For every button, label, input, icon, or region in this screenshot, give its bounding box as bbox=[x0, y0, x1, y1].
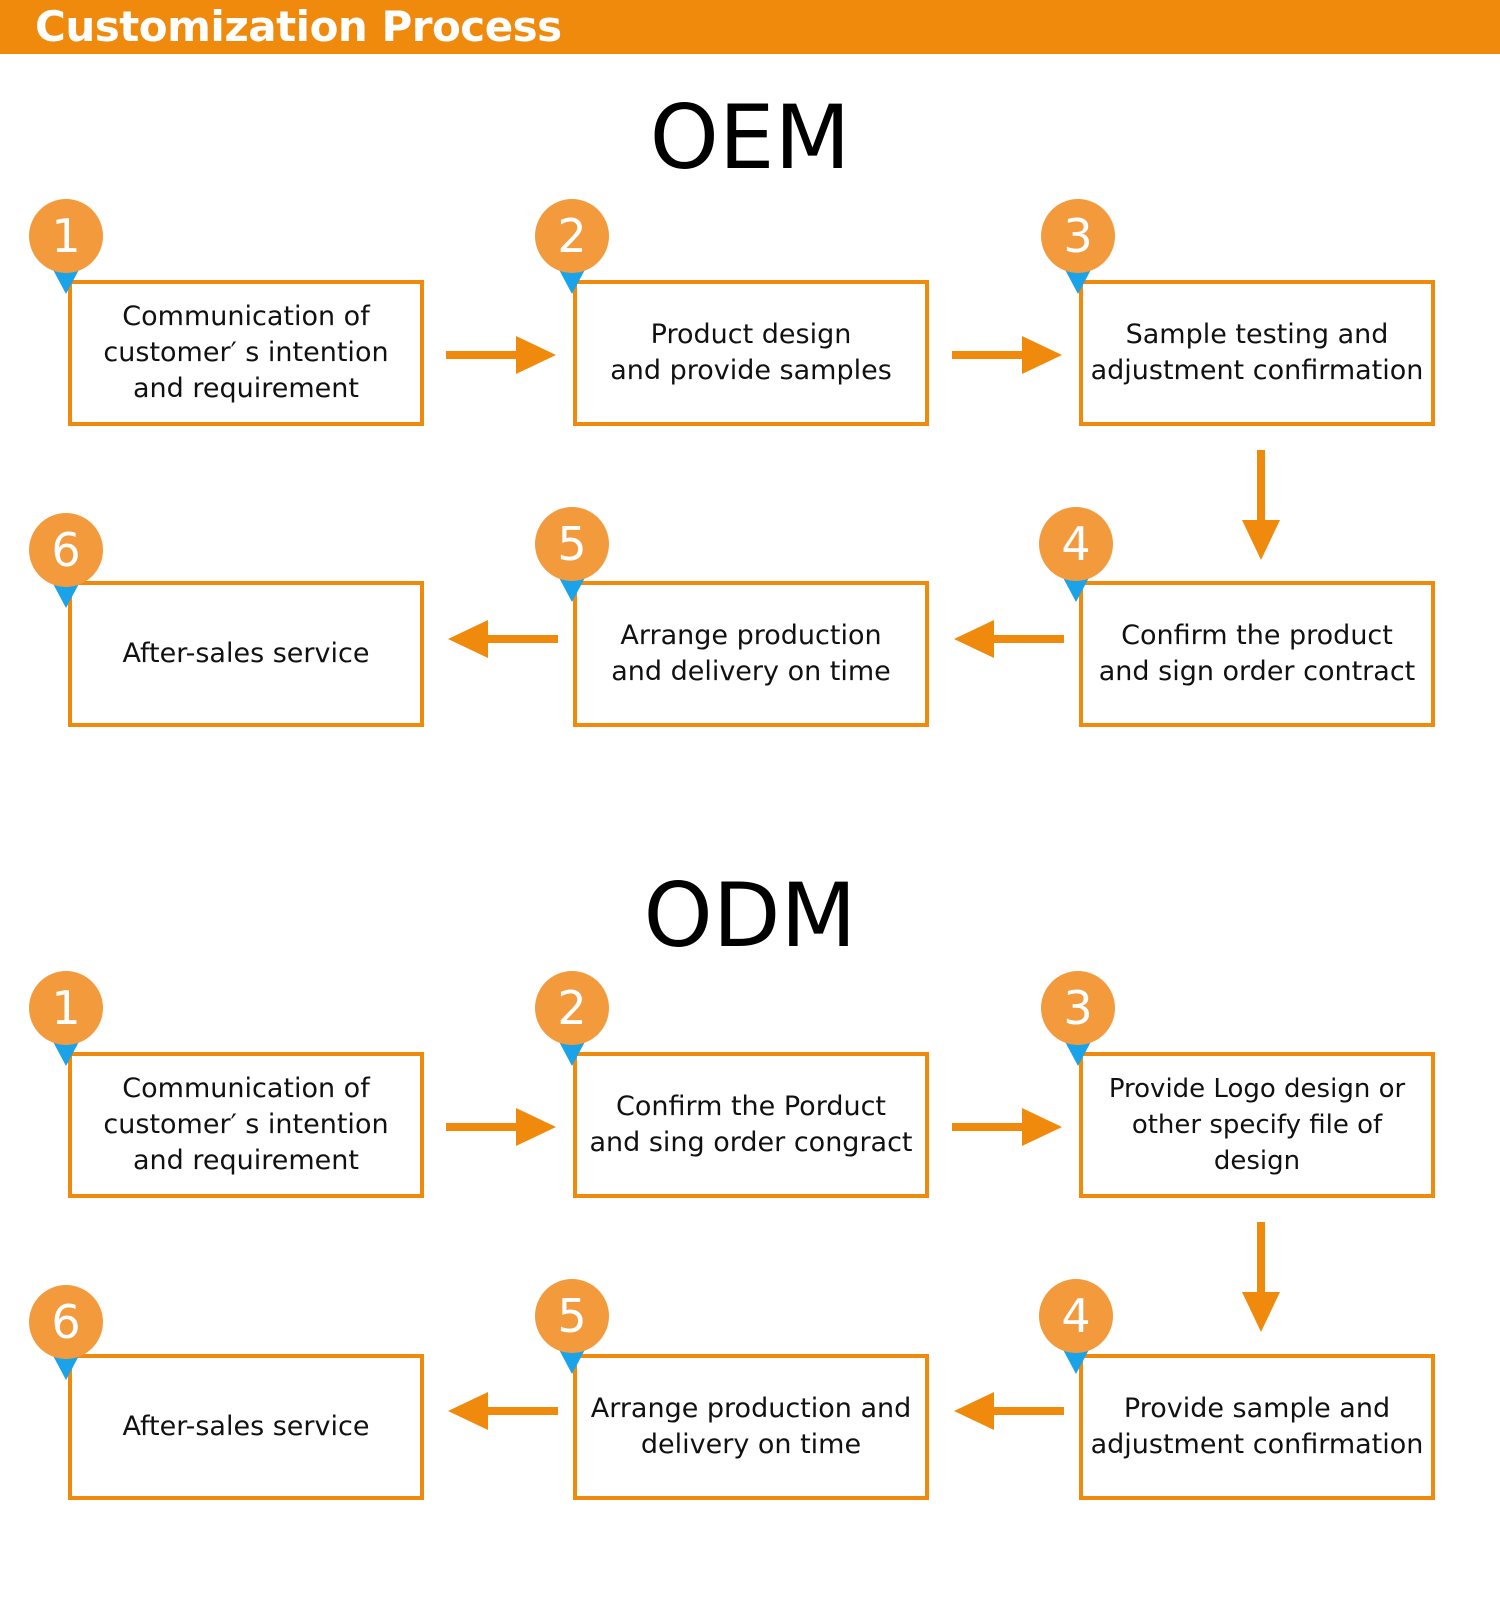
odm-step-5-number: 5 bbox=[557, 1289, 587, 1343]
oem-step-5-box: Arrange production and delivery on time bbox=[573, 581, 929, 727]
oem-step-5-badge: 5 bbox=[534, 506, 610, 602]
odm-arrow-3-to-4 bbox=[1242, 1222, 1280, 1332]
odm-step-3-text: Provide Logo design or other specify fil… bbox=[1108, 1074, 1406, 1176]
oem-arrow-2-to-3 bbox=[952, 336, 1062, 374]
odm-step-6-number: 6 bbox=[51, 1295, 81, 1349]
odm-step-4-text: Provide sample and adjustment confirmati… bbox=[1090, 1393, 1424, 1460]
odm-step-1-box: Communication of customer′ s intention a… bbox=[68, 1052, 424, 1198]
odm-step-3-number: 3 bbox=[1063, 981, 1093, 1035]
header-title: Customization Process bbox=[35, 2, 562, 51]
oem-step-2-text: Product design and provide samples bbox=[610, 319, 892, 386]
oem-title: OEM bbox=[649, 86, 851, 189]
oem-step-1-badge: 1 bbox=[28, 198, 104, 294]
oem-step-4-number: 4 bbox=[1061, 517, 1091, 571]
oem-step-2-badge: 2 bbox=[534, 198, 610, 294]
odm-step-4-box: Provide sample and adjustment confirmati… bbox=[1079, 1354, 1435, 1500]
oem-step-4-box: Confirm the product and sign order contr… bbox=[1079, 581, 1435, 727]
oem-step-5-text: Arrange production and delivery on time bbox=[611, 620, 891, 687]
odm-step-1-text: Communication of customer′ s intention a… bbox=[103, 1073, 389, 1176]
odm-step-4-number: 4 bbox=[1061, 1289, 1091, 1343]
oem-step-3-text: Sample testing and adjustment confirmati… bbox=[1090, 319, 1424, 386]
oem-step-4-badge: 4 bbox=[1038, 506, 1114, 602]
odm-step-2-box: Confirm the Porduct and sing order congr… bbox=[573, 1052, 929, 1198]
odm-step-5-text: Arrange production and delivery on time bbox=[590, 1393, 912, 1460]
odm-arrow-5-to-6 bbox=[448, 1392, 558, 1430]
odm-step-2-badge: 2 bbox=[534, 970, 610, 1066]
oem-arrow-5-to-6 bbox=[448, 620, 558, 658]
oem-step-4-text: Confirm the product and sign order contr… bbox=[1098, 620, 1416, 687]
oem-arrow-3-to-4 bbox=[1242, 450, 1280, 560]
odm-step-6-box: After-sales service bbox=[68, 1354, 424, 1500]
oem-step-6-text: After-sales service bbox=[122, 638, 370, 669]
oem-arrow-1-to-2 bbox=[446, 336, 556, 374]
oem-step-3-box: Sample testing and adjustment confirmati… bbox=[1079, 280, 1435, 426]
odm-title: ODM bbox=[643, 864, 857, 967]
oem-step-2-number: 2 bbox=[557, 209, 587, 263]
oem-step-6-box: After-sales service bbox=[68, 581, 424, 727]
odm-step-5-badge: 5 bbox=[534, 1278, 610, 1374]
oem-step-3-badge: 3 bbox=[1040, 198, 1116, 294]
oem-step-6-number: 6 bbox=[51, 523, 81, 577]
odm-step-3-badge: 3 bbox=[1040, 970, 1116, 1066]
odm-step-1-badge: 1 bbox=[28, 970, 104, 1066]
oem-step-1-text: Communication of customer′ s intention a… bbox=[103, 301, 389, 404]
oem-step-6-badge: 6 bbox=[28, 512, 104, 608]
oem-arrow-4-to-5 bbox=[954, 620, 1064, 658]
odm-arrow-2-to-3 bbox=[952, 1108, 1062, 1146]
odm-step-2-number: 2 bbox=[557, 981, 587, 1035]
odm-step-3-box: Provide Logo design or other specify fil… bbox=[1079, 1052, 1435, 1198]
oem-step-5-number: 5 bbox=[557, 517, 587, 571]
oem-step-1-number: 1 bbox=[51, 209, 81, 263]
odm-step-4-badge: 4 bbox=[1038, 1278, 1114, 1374]
odm-step-2-text: Confirm the Porduct and sing order congr… bbox=[589, 1091, 913, 1158]
odm-step-6-text: After-sales service bbox=[122, 1411, 370, 1442]
header-bar: Customization Process bbox=[0, 0, 1500, 54]
oem-step-3-number: 3 bbox=[1063, 209, 1093, 263]
odm-arrow-4-to-5 bbox=[954, 1392, 1064, 1430]
odm-step-6-badge: 6 bbox=[28, 1284, 104, 1380]
oem-step-2-box: Product design and provide samples bbox=[573, 280, 929, 426]
oem-step-1-box: Communication of customer′ s intention a… bbox=[68, 280, 424, 426]
odm-step-1-number: 1 bbox=[51, 981, 81, 1035]
odm-step-5-box: Arrange production and delivery on time bbox=[573, 1354, 929, 1500]
odm-arrow-1-to-2 bbox=[446, 1108, 556, 1146]
